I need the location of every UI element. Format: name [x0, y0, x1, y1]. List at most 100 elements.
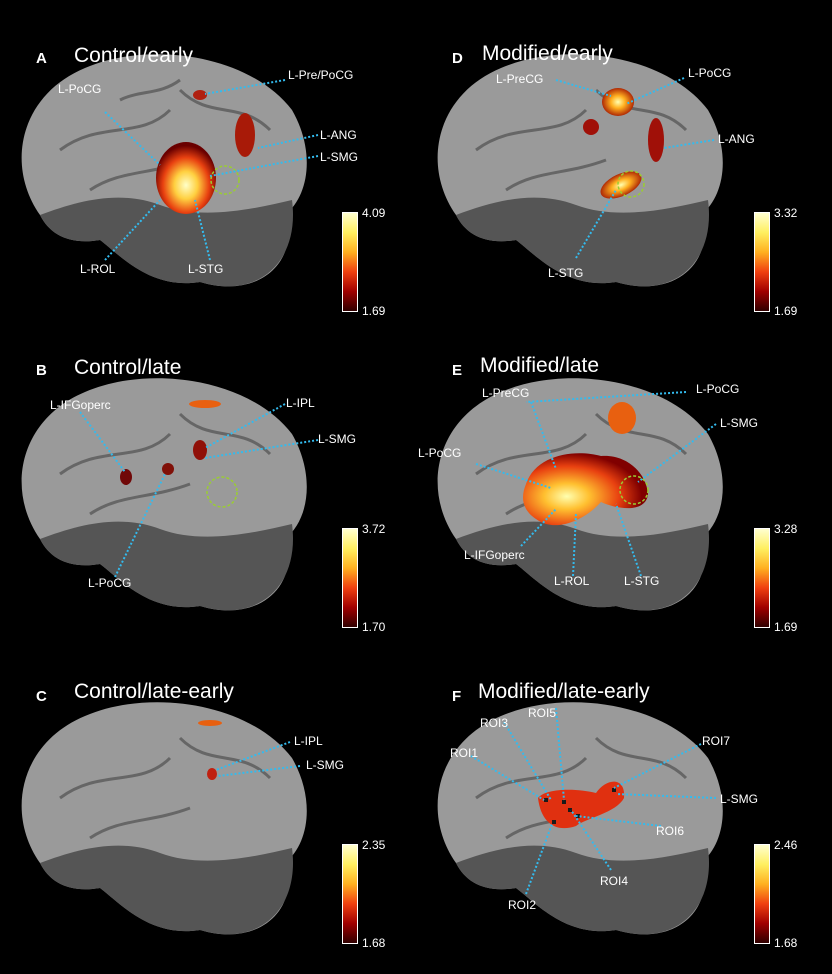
- temporal-shadow: [40, 197, 294, 287]
- brain-render: [437, 54, 723, 287]
- colorbar-max: 4.09: [362, 206, 386, 220]
- panel-letter: E: [452, 362, 463, 379]
- region-label: L-PreCG: [496, 72, 544, 86]
- roi-circle: [619, 475, 649, 505]
- panel-letter: D: [452, 50, 463, 67]
- temporal-shadow: [456, 521, 710, 611]
- region-label: ROI4: [600, 874, 629, 888]
- temporal-shadow: [456, 845, 710, 935]
- activation-blob: [538, 781, 625, 829]
- panel-title: Control/early: [74, 44, 194, 67]
- region-label: L-IPL: [286, 396, 315, 410]
- region-label: L-PoCG: [58, 82, 102, 96]
- brain-render: [21, 54, 319, 287]
- panel-a: A Control/early L-PoCG L-Pre/PoCG L-ANG …: [0, 0, 416, 324]
- region-label: L-PoCG: [88, 576, 132, 590]
- panel-letter: C: [36, 688, 47, 705]
- region-label: L-SMG: [306, 758, 345, 772]
- activation-blob: [120, 469, 132, 485]
- colorbar-max: 3.32: [774, 206, 798, 220]
- panel-title: Modified/late: [480, 354, 600, 377]
- activation-blob: [235, 113, 255, 157]
- temporal-shadow: [40, 845, 294, 935]
- colorbar-min: 1.69: [774, 304, 798, 318]
- leader-lines: [470, 707, 717, 895]
- colorbar-max: 2.35: [362, 838, 386, 852]
- activation-blob: [648, 118, 664, 162]
- activation-blob: [193, 90, 207, 100]
- roi-circle: [206, 476, 238, 508]
- panel-letter: A: [36, 50, 47, 67]
- region-label: L-STG: [624, 574, 660, 588]
- region-label: L-Pre/PoCG: [288, 68, 354, 82]
- region-label: L-PreCG: [482, 386, 530, 400]
- colorbar-min: 1.68: [362, 936, 386, 950]
- colorbar-max: 2.46: [774, 838, 798, 852]
- colorbar-max: 3.28: [774, 522, 798, 536]
- panel-letter: F: [452, 688, 462, 705]
- leader-lines: [215, 741, 301, 777]
- region-label: ROI3: [480, 716, 509, 730]
- colorbar-min: 1.68: [774, 936, 798, 950]
- roi-markers: [544, 788, 616, 824]
- region-label: ROI2: [508, 898, 537, 912]
- region-label: L-STG: [548, 266, 584, 280]
- leader-lines: [475, 391, 717, 577]
- panel-f: F Modified/late-early ROI3 ROI5 ROI1 ROI…: [416, 648, 832, 974]
- region-label: L-SMG: [320, 150, 359, 164]
- leader-lines: [79, 403, 319, 578]
- region-label: L-PoCG: [688, 66, 732, 80]
- roi-circle: [617, 170, 645, 198]
- leader-lines: [104, 79, 319, 261]
- leader-lines: [555, 77, 715, 259]
- activation-blob: [156, 142, 216, 214]
- panel-title: Modified/early: [482, 42, 613, 65]
- roi-circle: [210, 165, 240, 195]
- panel-d: D Modified/early L-PreCG L-PoCG L-ANG L-…: [416, 0, 832, 324]
- region-label: ROI6: [656, 824, 685, 838]
- region-label: L-IPL: [294, 734, 323, 748]
- region-label: ROI7: [702, 734, 731, 748]
- brain-render: [21, 702, 307, 935]
- brain-render: [21, 378, 319, 611]
- region-label: L-ROL: [80, 262, 116, 276]
- activation-blob: [198, 720, 222, 726]
- region-label: L-ROL: [554, 574, 590, 588]
- panel-c: C Control/late-early L-IPL L-SMG 2.35 1.…: [0, 648, 416, 974]
- activation-blob: [189, 400, 221, 408]
- colorbar: [754, 528, 770, 628]
- activation-blob: [608, 402, 636, 434]
- region-label: L-PoCG: [696, 382, 740, 396]
- colorbar-max: 3.72: [362, 522, 386, 536]
- panel-letter: B: [36, 362, 47, 379]
- activation-blob: [583, 119, 599, 135]
- region-label: L-SMG: [318, 432, 357, 446]
- temporal-shadow: [456, 197, 710, 287]
- region-label: L-STG: [188, 262, 224, 276]
- brain-render: [437, 378, 723, 611]
- colorbar-min: 1.69: [362, 304, 386, 318]
- brain-render: [437, 702, 723, 935]
- activation-blob: [523, 453, 648, 526]
- region-label: L-ANG: [718, 132, 755, 146]
- activation-blob: [600, 171, 642, 199]
- region-label: L-ANG: [320, 128, 357, 142]
- activation-blob: [193, 440, 207, 460]
- colorbar: [342, 844, 358, 944]
- colorbar-min: 1.69: [774, 620, 798, 634]
- panel-title: Control/late: [74, 356, 182, 379]
- panel-title: Modified/late-early: [478, 680, 650, 703]
- region-label: L-IFGoperc: [50, 398, 111, 412]
- panel-e: E Modified/late L-PreCG L-PoCG L-SMG L-P…: [416, 324, 832, 648]
- panel-b: B Control/late L-IFGoperc L-IPL L-SMG L-…: [0, 324, 416, 648]
- colorbar: [342, 212, 358, 312]
- region-label: ROI1: [450, 746, 479, 760]
- panel-title: Control/late-early: [74, 680, 234, 703]
- region-label: ROI5: [528, 706, 557, 720]
- region-label: L-SMG: [720, 416, 759, 430]
- colorbar-min: 1.70: [362, 620, 386, 634]
- region-label: L-SMG: [720, 792, 759, 806]
- temporal-shadow: [40, 521, 294, 611]
- colorbar: [754, 212, 770, 312]
- colorbar: [342, 528, 358, 628]
